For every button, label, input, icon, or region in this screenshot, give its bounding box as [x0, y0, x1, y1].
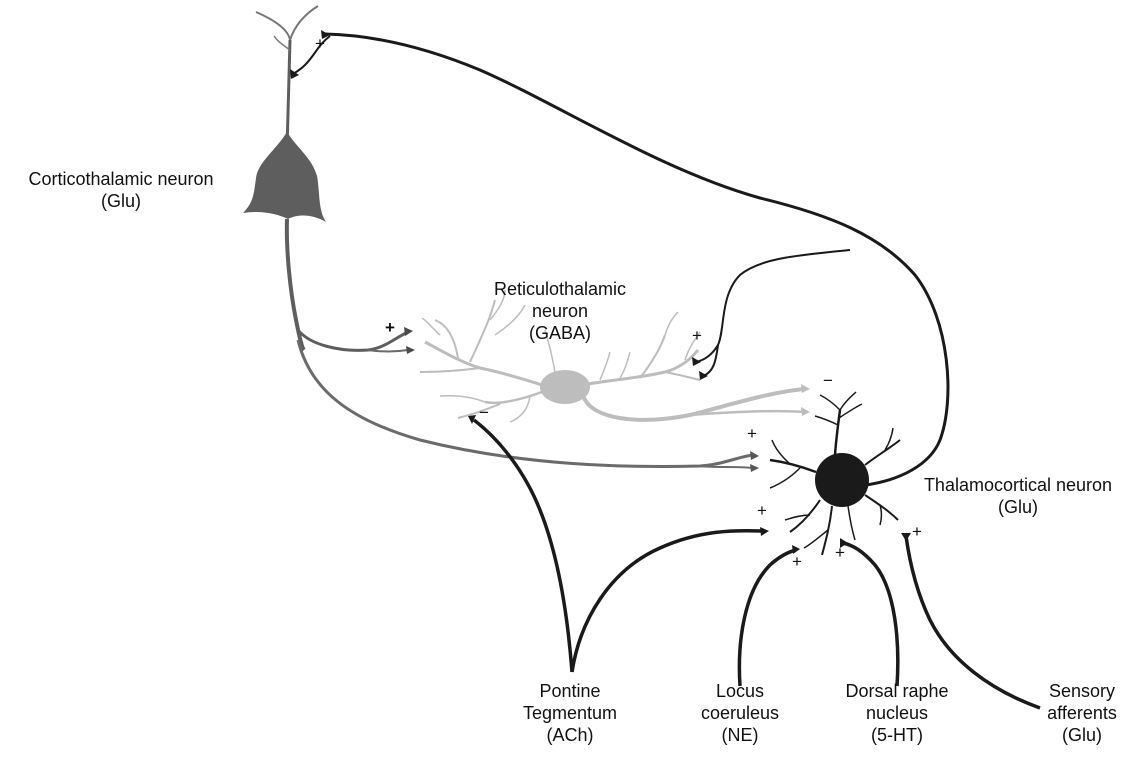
label-sensory-afferents: Sensory afferents (Glu) [1028, 680, 1136, 746]
label-line: nucleus [827, 702, 967, 724]
reticulothalamic-dendrite [665, 372, 700, 380]
excitatory-sign: + [835, 543, 845, 562]
corticothalamic-dendrite-branch [274, 36, 290, 50]
label-line: Pontine [500, 680, 640, 702]
reticulothalamic-dendrite [440, 396, 485, 402]
pontine-afferent-to-thalamocortical [572, 531, 762, 672]
corticothalamic-dendrite-branch [290, 6, 318, 40]
label-line: Dorsal raphe [827, 680, 967, 702]
label-line: (NE) [680, 724, 800, 746]
reticulothalamic-terminal [801, 384, 810, 393]
corticothalamic-terminal [406, 346, 415, 354]
thalamocortical-dendrite [820, 395, 840, 410]
reticulothalamic-dendrite [485, 392, 542, 403]
label-line: Sensory [1028, 680, 1136, 702]
inhibitory-sign: − [823, 371, 833, 390]
excitatory-sign: + [757, 501, 767, 520]
label-corticothalamic-neuron: Corticothalamic neuron (Glu) [8, 168, 234, 212]
label-line: Reticulothalamic [470, 278, 650, 300]
corticothalamic-dendrite-branch [256, 12, 290, 40]
label-line: (5-HT) [827, 724, 967, 746]
reticulothalamic-dendrite [425, 342, 542, 385]
label-line: Tegmentum [500, 702, 640, 724]
corticothalamic-terminal [750, 464, 759, 472]
thalamocortical-terminal [692, 357, 701, 366]
excitatory-sign: + [747, 424, 757, 443]
thalamocortical-dendrite [770, 468, 800, 488]
inhibitory-sign: − [479, 403, 489, 422]
label-line: neuron [470, 300, 650, 322]
label-line: Corticothalamic neuron [8, 168, 234, 190]
label-thalamocortical-neuron: Thalamocortical neuron (Glu) [905, 474, 1131, 518]
thalamocortical-dendrite [835, 410, 840, 455]
thalamocortical-dendrite [770, 460, 816, 472]
thalamocortical-dendrite [880, 505, 882, 525]
label-line: afferents [1028, 702, 1136, 724]
corticothalamic-axon-to-thalamocortical [700, 466, 752, 468]
label-line: (GABA) [470, 322, 650, 344]
dorsal-raphe-afferent [843, 543, 898, 686]
excitatory-sign: + [315, 34, 325, 53]
thalamocortical-axon-to-reticular [696, 250, 850, 362]
thalamocortical-dendrite [840, 392, 856, 410]
corticothalamic-axon-to-reticular [368, 350, 408, 352]
label-reticulothalamic-neuron: Reticulothalamic neuron (GABA) [470, 278, 650, 344]
excitatory-sign: + [792, 552, 802, 571]
corticothalamic-axon [287, 219, 304, 350]
excitatory-sign: + [385, 318, 395, 337]
thalamocortical-axon [325, 34, 948, 485]
label-line: Thalamocortical neuron [905, 474, 1131, 496]
label-line: (ACh) [500, 724, 640, 746]
corticothalamic-soma [243, 132, 326, 222]
label-line: coeruleus [680, 702, 800, 724]
label-locus-coeruleus: Locus coeruleus (NE) [680, 680, 800, 746]
pontine-terminal [760, 527, 769, 536]
label-line: Locus [680, 680, 800, 702]
corticothalamic-terminal [404, 327, 413, 336]
label-pontine-tegmentum: Pontine Tegmentum (ACh) [500, 680, 640, 746]
sensory-terminal [901, 533, 911, 541]
corticothalamic-axon-to-thalamocortical [298, 340, 752, 467]
label-line: (Glu) [1028, 724, 1136, 746]
label-line: (Glu) [8, 190, 234, 212]
label-dorsal-raphe-nucleus: Dorsal raphe nucleus (5-HT) [827, 680, 967, 746]
excitatory-sign: + [692, 326, 702, 345]
reticulothalamic-dendrite [665, 312, 678, 335]
reticulothalamic-terminal [801, 407, 810, 416]
thalamocortical-dendrite [848, 506, 855, 540]
thalamocortical-terminal [699, 371, 708, 380]
excitatory-sign: + [912, 522, 922, 541]
reticulothalamic-dendrite [600, 352, 610, 380]
thalamocortical-dendrite [815, 416, 838, 425]
afferent-pathways [468, 415, 1040, 708]
reticulothalamic-dendrite [620, 352, 630, 378]
locus-coeruleus-afferent [739, 550, 796, 686]
label-line: (Glu) [905, 496, 1131, 518]
thalamocortical-dendrite [865, 440, 900, 465]
reticulothalamic-dendrite [420, 368, 480, 372]
thalamocortical-soma [815, 453, 869, 507]
corticothalamic-terminal [750, 451, 759, 460]
